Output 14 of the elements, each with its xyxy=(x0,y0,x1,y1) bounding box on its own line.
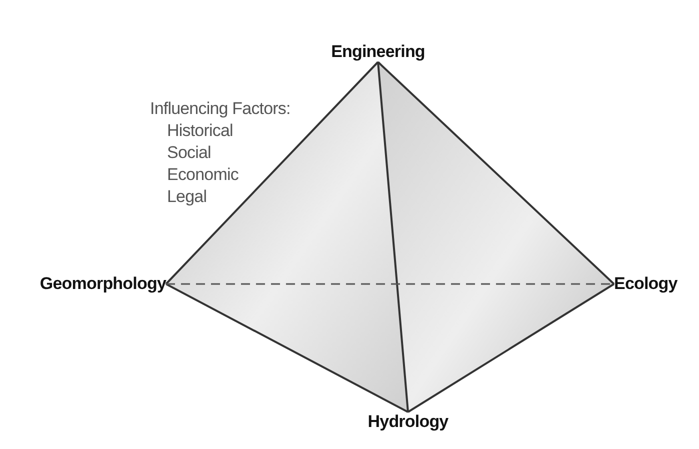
edge-line xyxy=(407,283,615,413)
edge-line xyxy=(165,61,379,285)
vertex-label: Geomorphology xyxy=(40,274,166,294)
factor-item: Economic xyxy=(167,165,238,185)
edge-line xyxy=(166,283,408,413)
factor-item: Social xyxy=(167,143,211,163)
edge-line xyxy=(377,62,409,412)
edge-line xyxy=(377,61,615,285)
factor-item: Historical xyxy=(167,121,233,141)
vertex-label: Hydrology xyxy=(368,412,448,432)
vertex-label: Engineering xyxy=(331,42,425,62)
factor-item: Legal xyxy=(167,187,207,207)
vertex-label: Ecology xyxy=(614,274,678,294)
factors-heading: Influencing Factors: xyxy=(150,99,290,119)
